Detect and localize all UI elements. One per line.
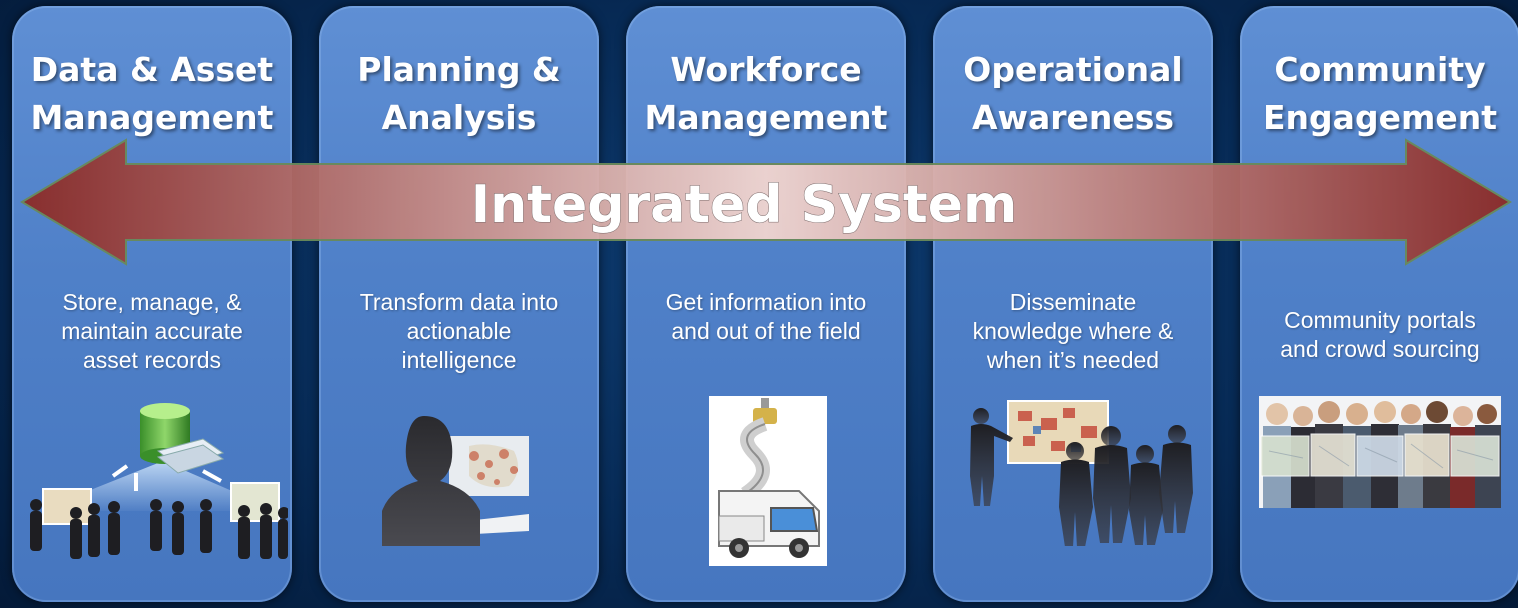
column-operational-awareness: Operational Awareness Disseminate knowle… <box>933 6 1213 602</box>
column-planning-analysis: Planning & Analysis Transform data into … <box>319 6 599 602</box>
people-viewing-map-icon <box>970 400 1193 546</box>
column-community-engagement: Community Engagement Community portals a… <box>1240 6 1518 602</box>
column-title: Data & Asset Management <box>30 50 274 137</box>
column-title: Operational Awareness <box>963 50 1183 137</box>
column-title: Community Engagement <box>1263 50 1497 137</box>
database-servers-people-icon <box>30 403 288 559</box>
column-description: Transform data into actionable intellige… <box>359 289 559 373</box>
column-description: Get information into and out of the fiel… <box>665 289 867 344</box>
analyst-silhouette-map-icon <box>382 416 529 546</box>
community-people-maps-icon <box>1259 396 1501 508</box>
column-description: Disseminate knowledge where & when it’s … <box>972 289 1174 373</box>
column-description: Store, manage, & maintain accurate asset… <box>61 289 243 373</box>
column-data-asset-management: Data & Asset Management Store, manage, &… <box>12 6 292 602</box>
column-description: Community portals and crowd sourcing <box>1280 307 1480 362</box>
bucket-truck-icon <box>709 396 827 566</box>
column-title: Planning & Analysis <box>357 50 561 137</box>
column-workforce-management: Workforce Management Get information int… <box>626 6 906 602</box>
column-title: Workforce Management <box>644 50 888 137</box>
